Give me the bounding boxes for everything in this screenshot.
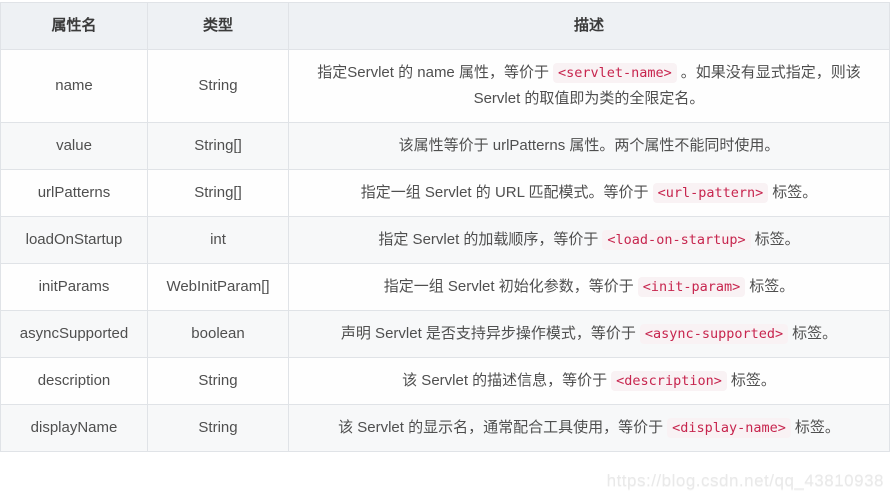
attr-description-cell: 指定一组 Servlet 的 URL 匹配模式。等价于<url-pattern>… [288,169,890,217]
watermark-text: https://blog.csdn.net/qq_43810938 [606,471,884,490]
description-text: 标签。 [772,184,818,201]
inline-code: <url-pattern> [652,183,769,203]
description-text: 标签。 [754,231,800,248]
attr-description-cell: 指定 Servlet 的加载顺序，等价于<load-on-startup>标签。 [288,216,890,264]
attr-type-cell: String [147,49,289,123]
column-header-1: 类型 [147,2,289,50]
description-text: 该 Servlet 的描述信息，等价于 [402,372,608,389]
attr-type-cell: String[] [147,169,289,217]
column-header-0: 属性名 [0,2,148,50]
description-text: 。如果没有显式指定，则该 Servlet 的取值即为类的全限定名。 [473,64,861,107]
attr-type-cell: int [147,216,289,264]
attr-name-cell: urlPatterns [0,169,148,217]
attr-name-cell: description [0,357,148,405]
table-header: 属性名类型描述 [0,2,890,50]
attr-type-cell: String [147,357,289,405]
attr-name-cell: loadOnStartup [0,216,148,264]
description-text: 标签。 [749,278,795,295]
description-text: 标签。 [730,372,776,389]
attr-name-cell: asyncSupported [0,310,148,358]
attr-description-cell: 指定Servlet 的 name 属性，等价于<servlet-name>。如果… [288,49,890,123]
inline-code: <load-on-startup> [602,230,751,250]
description-text: 指定Servlet 的 name 属性，等价于 [317,64,549,81]
attr-name-cell: initParams [0,263,148,311]
attr-type-cell: String[] [147,122,289,170]
inline-code: <init-param> [637,277,746,297]
description-text: 指定 Servlet 的加载顺序，等价于 [378,231,599,248]
attr-type-cell: String [147,404,289,452]
inline-code: <async-supported> [639,324,789,344]
description-text: 该属性等价于 urlPatterns 属性。两个属性不能同时使用。 [398,137,780,154]
attr-description-cell: 该 Servlet 的显示名，通常配合工具使用，等价于<display-name… [288,404,890,452]
description-text: 标签。 [792,325,838,342]
table-header-row: 属性名类型描述 [0,2,890,50]
attr-type-cell: WebInitParam[] [147,263,289,311]
description-text: 指定一组 Servlet 初始化参数，等价于 [383,278,634,295]
attr-description-cell: 该 Servlet 的描述信息，等价于<description>标签。 [288,357,890,405]
attr-type-cell: boolean [147,310,289,358]
attr-description-cell: 指定一组 Servlet 初始化参数，等价于<init-param>标签。 [288,263,890,311]
attr-name-cell: name [0,49,148,123]
attr-description-cell: 该属性等价于 urlPatterns 属性。两个属性不能同时使用。 [288,122,890,170]
description-text: 该 Servlet 的显示名，通常配合工具使用，等价于 [338,419,664,436]
description-text: 指定一组 Servlet 的 URL 匹配模式。等价于 [360,184,649,201]
attr-description-cell: 声明 Servlet 是否支持异步操作模式，等价于<async-supporte… [288,310,890,358]
attr-name-cell: displayName [0,404,148,452]
inline-code: <description> [611,371,727,391]
description-text: 标签。 [794,419,840,436]
inline-code: <servlet-name> [552,63,677,83]
inline-code: <display-name> [667,418,791,438]
description-text: 声明 Servlet 是否支持异步操作模式，等价于 [340,325,636,342]
attr-name-cell: value [0,122,148,170]
column-header-2: 描述 [288,2,890,50]
